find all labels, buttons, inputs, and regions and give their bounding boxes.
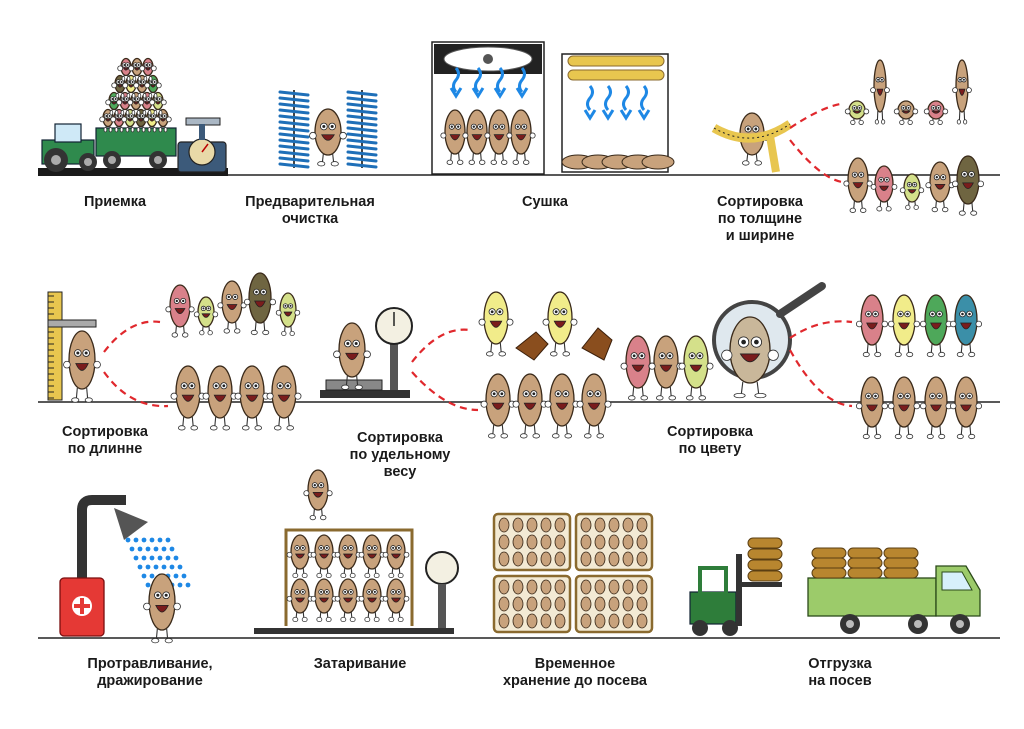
seed-character-icon <box>950 295 981 357</box>
seed-character-icon <box>64 331 101 402</box>
seed-character-icon <box>481 374 515 438</box>
seed-character-icon <box>894 101 918 125</box>
label-protr: Протравливание, дражирование <box>70 656 230 690</box>
seed-character-icon <box>924 101 948 125</box>
seed-character-icon <box>888 295 919 357</box>
forklift-icon <box>690 538 782 636</box>
seed-character-icon <box>543 292 577 356</box>
seed-character-icon <box>920 377 951 439</box>
fan-icon <box>434 44 542 74</box>
seed-character-icon <box>679 336 713 400</box>
brush-icon <box>280 90 308 168</box>
canister-icon <box>60 578 104 636</box>
storage-box-icon <box>494 514 570 570</box>
storage-box-icon <box>576 576 652 632</box>
seed-character-icon <box>276 293 300 336</box>
seed-character-icon <box>203 366 237 430</box>
seed-character-icon <box>577 374 611 438</box>
seed-character-icon <box>359 579 385 622</box>
seed-character-icon <box>871 166 897 211</box>
seed-character-icon <box>171 366 205 430</box>
seed-character-icon <box>383 579 409 622</box>
branch-color-top <box>790 321 852 338</box>
label-tolsh: Сортировка по толщине и ширине <box>700 194 820 245</box>
magnifier-icon <box>714 286 822 398</box>
branch-weight-top <box>412 330 470 362</box>
seed-character-icon <box>856 295 887 357</box>
seed-character-icon <box>359 535 385 578</box>
label-hran: Временное хранение до посева <box>490 656 660 690</box>
seed-character-icon <box>920 295 951 357</box>
seed-character-icon <box>844 158 872 213</box>
seed-character-icon <box>194 297 218 335</box>
storage-box-icon <box>494 576 570 632</box>
truck-icon <box>808 548 980 634</box>
brush-icon <box>348 90 376 168</box>
seed-character-icon <box>845 101 869 125</box>
branch-thickness-top <box>790 104 840 128</box>
seed-character-icon <box>952 156 983 215</box>
seed-character-icon <box>856 377 887 439</box>
branch-length-top <box>104 322 160 352</box>
seed-character-icon <box>513 374 547 438</box>
seed-character-icon <box>507 110 535 165</box>
seed-character-icon <box>334 323 371 389</box>
seed-character-icon <box>900 174 924 210</box>
label-otgr: Отгрузка на посев <box>780 656 900 690</box>
seed-character-icon <box>953 60 972 124</box>
seed-character-icon <box>310 109 347 166</box>
label-ves: Сортировка по удельному весу <box>340 430 460 481</box>
seed-character-icon <box>244 273 275 335</box>
seed-character-icon <box>267 366 301 430</box>
seed-character-icon <box>950 377 981 439</box>
dryer-icon <box>432 42 544 174</box>
seed-character-icon <box>335 579 361 622</box>
seed-character-icon <box>235 366 269 430</box>
seed-character-icon <box>383 535 409 578</box>
label-zatar: Затаривание <box>300 656 420 673</box>
seed-character-icon <box>888 377 919 439</box>
seed-character-icon <box>871 60 890 124</box>
branch-color-bottom <box>790 350 852 406</box>
seed-character-icon <box>311 579 337 622</box>
branch-length-bottom <box>104 372 168 406</box>
branch-weight-bottom <box>412 372 478 410</box>
scale-icon <box>426 552 458 628</box>
seed-character-icon <box>545 374 579 438</box>
label-cvet: Сортировка по цвету <box>650 424 770 458</box>
shower-icon <box>82 500 190 590</box>
seed-character-icon <box>335 535 361 578</box>
storage-box-icon <box>576 514 652 570</box>
seed-character-icon <box>218 281 246 333</box>
seed-character-icon <box>926 162 954 212</box>
label-sushka: Сушка <box>490 194 600 211</box>
seed-character-icon <box>287 535 313 578</box>
label-priemka: Приемка <box>60 194 170 211</box>
scale-icon <box>178 118 226 172</box>
seed-character-icon <box>479 292 513 356</box>
seed-character-icon <box>287 579 313 622</box>
seed-bag-icon <box>254 530 454 634</box>
seed-character-icon <box>311 535 337 578</box>
heater-lamp-icon <box>562 54 674 172</box>
label-dlina: Сортировка по длинне <box>50 424 160 458</box>
seed-character-icon <box>166 285 194 337</box>
seed-character-icon <box>304 470 332 520</box>
seed-character-icon <box>649 336 683 400</box>
label-predv: Предварительная очистка <box>230 194 390 228</box>
